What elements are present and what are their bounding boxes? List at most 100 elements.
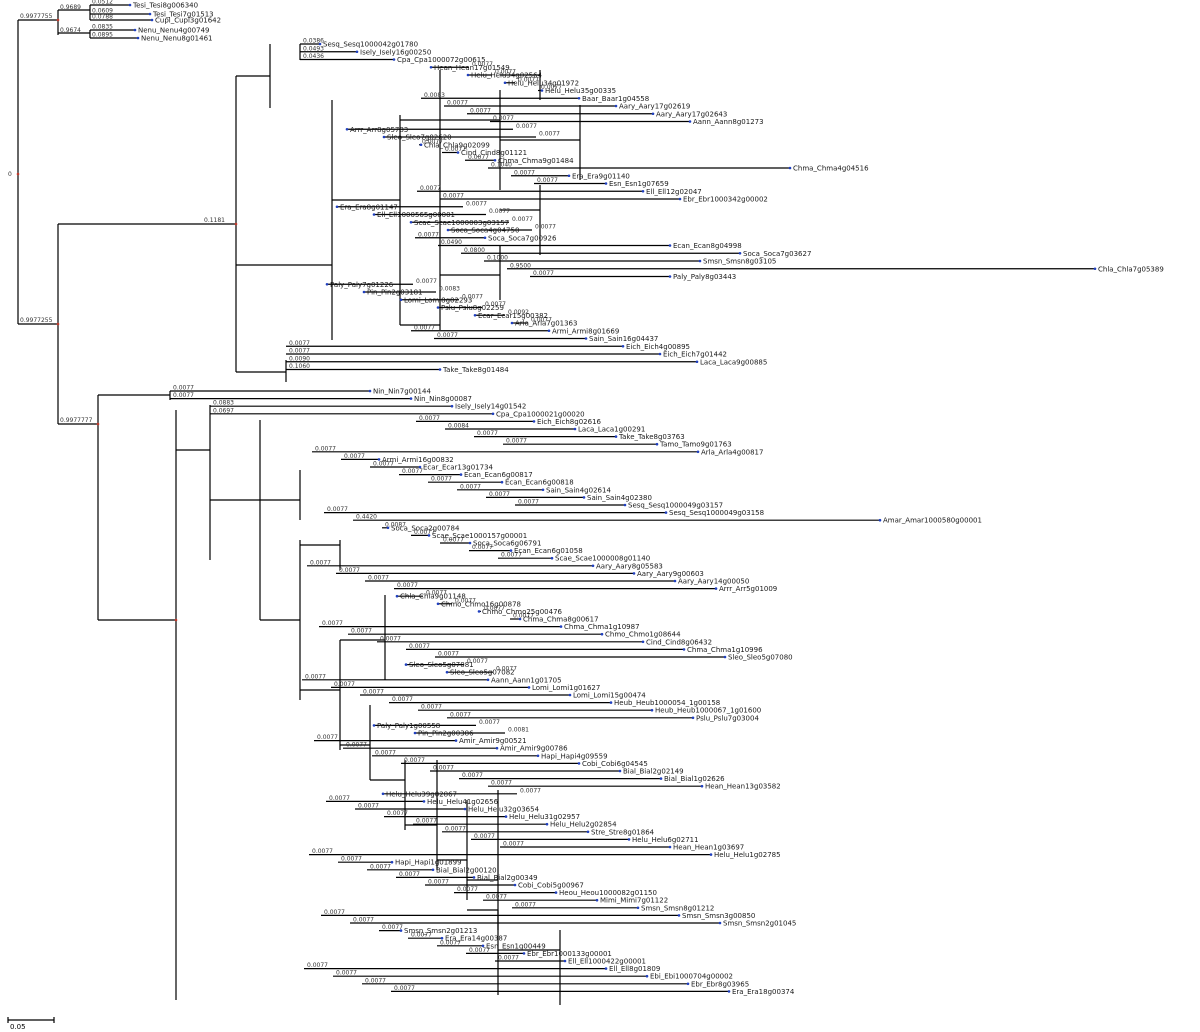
support-value: 0.1181 [204, 217, 225, 224]
branch-length-label: 0.0077 [437, 332, 458, 339]
internal-node [174, 618, 178, 622]
leaf-name: Ecan_Ecan6g01058 [514, 547, 583, 555]
leaf-name: Paly_Paly8g03443 [673, 273, 736, 281]
leaf-name: Era_Era14g00387 [445, 935, 507, 943]
leaf-name: Isely_Isely16g00250 [360, 48, 431, 56]
leaf-name: Ell_Ell1000565g00001 [377, 211, 455, 219]
leaf-name: Baar_Baar1g04558 [582, 95, 649, 103]
leaf-marker [362, 290, 366, 294]
branch-length-label: 0.0077 [518, 76, 539, 83]
leaf-name: Tamo_Tamo9g01763 [659, 441, 732, 449]
leaf-marker [636, 906, 640, 910]
branch-length-label: 0.0077 [351, 628, 372, 635]
leaf-marker [409, 397, 413, 400]
branch-length-label: 0.0077 [322, 620, 343, 627]
leaf-marker [658, 352, 662, 356]
leaf-name: Sleo_Sleo7g02620 [387, 134, 452, 142]
leaf-marker [459, 473, 463, 476]
leaf-name: Ell_Ell1000422g00001 [568, 958, 646, 966]
leaf-name: Bial_Bial1g02626 [664, 775, 725, 783]
leaf-marker [577, 762, 581, 765]
branch-length-label: 0.0512 [92, 0, 113, 6]
leaf-marker [429, 65, 433, 69]
leaf-marker [621, 344, 625, 348]
leaf-name: Cobi_Cobi6g04545 [582, 760, 648, 768]
branch-length-label: 0.0077 [484, 605, 505, 612]
leaf-marker [500, 480, 504, 484]
leaf-marker [540, 89, 544, 92]
leaf-marker [381, 792, 385, 796]
leaf-marker [481, 944, 485, 948]
leaf-marker [438, 368, 442, 371]
scale-bar: 0.05 [7, 1017, 55, 1031]
leaf-name: Chla_Chla9g01148 [400, 593, 466, 601]
leaf-marker [456, 151, 460, 154]
branch-length-label: 0.0077 [466, 200, 487, 207]
leaf-marker [595, 898, 599, 902]
leaf-marker [427, 534, 431, 537]
branch-length-label: 0.0083 [439, 286, 460, 293]
leaf-marker [878, 518, 882, 522]
branch-length-label: 0.0386 [303, 38, 324, 45]
branch-length-label: 0.0083 [424, 92, 445, 99]
branch-length-label: 0.0697 [213, 407, 234, 414]
branch-length-label: 0.0077 [470, 107, 491, 114]
leaf-marker [522, 952, 526, 955]
leaf-marker [504, 815, 508, 818]
branch-length-label: 0.0077 [289, 340, 310, 347]
leaf-marker [345, 127, 349, 131]
leaf-name: Eich_Eich4g00895 [626, 343, 690, 351]
leaf-marker [718, 921, 722, 925]
leaf-name: Chmo_Chmo16g00878 [441, 600, 521, 608]
leaf-marker [419, 143, 423, 147]
branch-length-label: 0.0883 [213, 400, 234, 407]
leaf-name: Amar_Amar1000580g00001 [883, 517, 982, 525]
leaf-name: Era_Era9g01140 [572, 172, 630, 180]
branch-length-label: 0.0077 [460, 483, 481, 490]
leaf-marker [568, 693, 572, 697]
leaf-name: Heou_Heou1000082g01150 [559, 889, 657, 897]
leaf-marker [483, 236, 487, 240]
branch-length-label: 0.0077 [315, 445, 336, 452]
branch-length-label: 0.0077 [418, 231, 439, 238]
branch-length-label: 0.0077 [533, 270, 554, 277]
leaf-marker [392, 58, 396, 61]
leaf-marker [491, 412, 495, 416]
branch-length-label: 0.0077 [455, 597, 476, 604]
leaf-name: Helu_Helu6g02711 [632, 836, 699, 844]
leaf-marker [335, 205, 339, 209]
leaf-name: Era_Era18g00374 [732, 988, 795, 996]
branch-length-label: 0.0077 [336, 970, 357, 977]
branch-length-label: 0.0490 [441, 239, 462, 246]
leaf-name: Bial_Bial2g00349 [477, 874, 538, 882]
leaf-name: Pslu_Pslu8g02259 [441, 304, 504, 312]
leaf-marker [477, 610, 481, 613]
leaf-name: Mimi_Mimi7g01122 [600, 897, 668, 905]
leaf-name: Isely_Isely14g01542 [455, 403, 526, 411]
leaf-name: Ecan_Ecan8g04998 [673, 242, 742, 250]
leaf-name: Nenu_Nenu8g01461 [141, 35, 213, 43]
branch-length-label: 0.0077 [373, 461, 394, 468]
leaf-marker [466, 73, 470, 77]
leaf-marker [650, 708, 654, 712]
leaf-marker [355, 50, 359, 54]
leaf-marker [325, 282, 329, 286]
leaf-name: Heub_Heub1000054_1g00158 [614, 699, 720, 707]
leaf-marker [536, 754, 540, 758]
support-value: 0.9977755 [20, 13, 53, 20]
internal-node [56, 322, 60, 326]
branch-length-label: 0.0077 [310, 559, 331, 566]
branch-length-label: 0.0077 [506, 438, 527, 445]
leaf-marker [623, 503, 627, 507]
leaf-name: Lomi_Lomi15g00474 [573, 692, 646, 700]
leaf-name: Smsn_Smsn2g01045 [723, 920, 796, 928]
leaf-name: Helu_Helu35g00335 [545, 87, 616, 95]
leaf-name: Paly_Paly1g00558 [377, 722, 440, 730]
branch-length-label: 0.0077 [462, 772, 483, 779]
branch-length-label: 0.0077 [450, 711, 471, 718]
leaf-name: Helu_Helu34g01972 [508, 79, 579, 87]
leaf-name: Ecar_Ecar15g00382 [478, 312, 548, 320]
leaf-marker [436, 306, 440, 309]
leaf-name: Stre_Stre8g01864 [591, 828, 655, 836]
